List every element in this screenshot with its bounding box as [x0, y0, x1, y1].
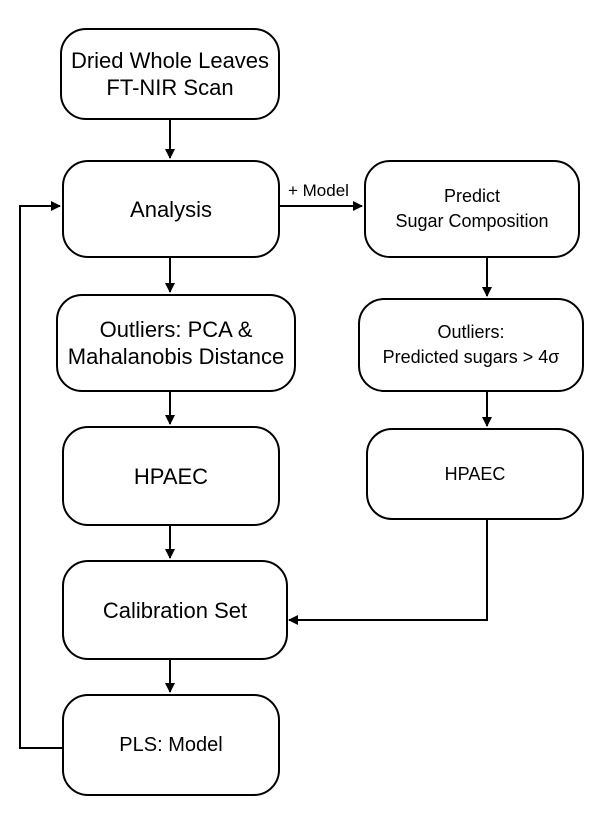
node-label: PLS: Model [119, 734, 223, 756]
node-label: Analysis [130, 196, 212, 222]
node-label: HPAEC [133, 463, 209, 489]
node-label: HPAEC [444, 463, 506, 484]
model-edge-label: + Model [288, 181, 349, 200]
node-outliers-pca: Outliers: PCA & Mahalanobis Distance [56, 294, 296, 392]
node-hpaec-right: HPAEC [366, 428, 584, 520]
node-analysis: Analysis [62, 160, 280, 258]
node-label: Outliers: PCA & Mahalanobis Distance [67, 317, 285, 369]
arrow-pls-loop-to-analysis [19, 201, 62, 749]
arrow-hpaec-right-to-calibration [288, 520, 488, 625]
node-outliers-sugars: Outliers: Predicted sugars > 4σ [358, 298, 584, 392]
node-label: Calibration Set [102, 597, 248, 623]
node-pls-model: PLS: Model [62, 694, 280, 796]
node-predict-sugar: Predict Sugar Composition [364, 160, 580, 258]
node-label: Outliers: Predicted sugars > 4σ [382, 322, 560, 367]
node-hpaec-left: HPAEC [62, 426, 280, 526]
node-label: Predict Sugar Composition [395, 186, 549, 231]
node-calibration-set: Calibration Set [62, 560, 288, 660]
node-label: Dried Whole Leaves FT-NIR Scan [70, 48, 270, 100]
node-ft-nir-scan: Dried Whole Leaves FT-NIR Scan [60, 28, 280, 120]
